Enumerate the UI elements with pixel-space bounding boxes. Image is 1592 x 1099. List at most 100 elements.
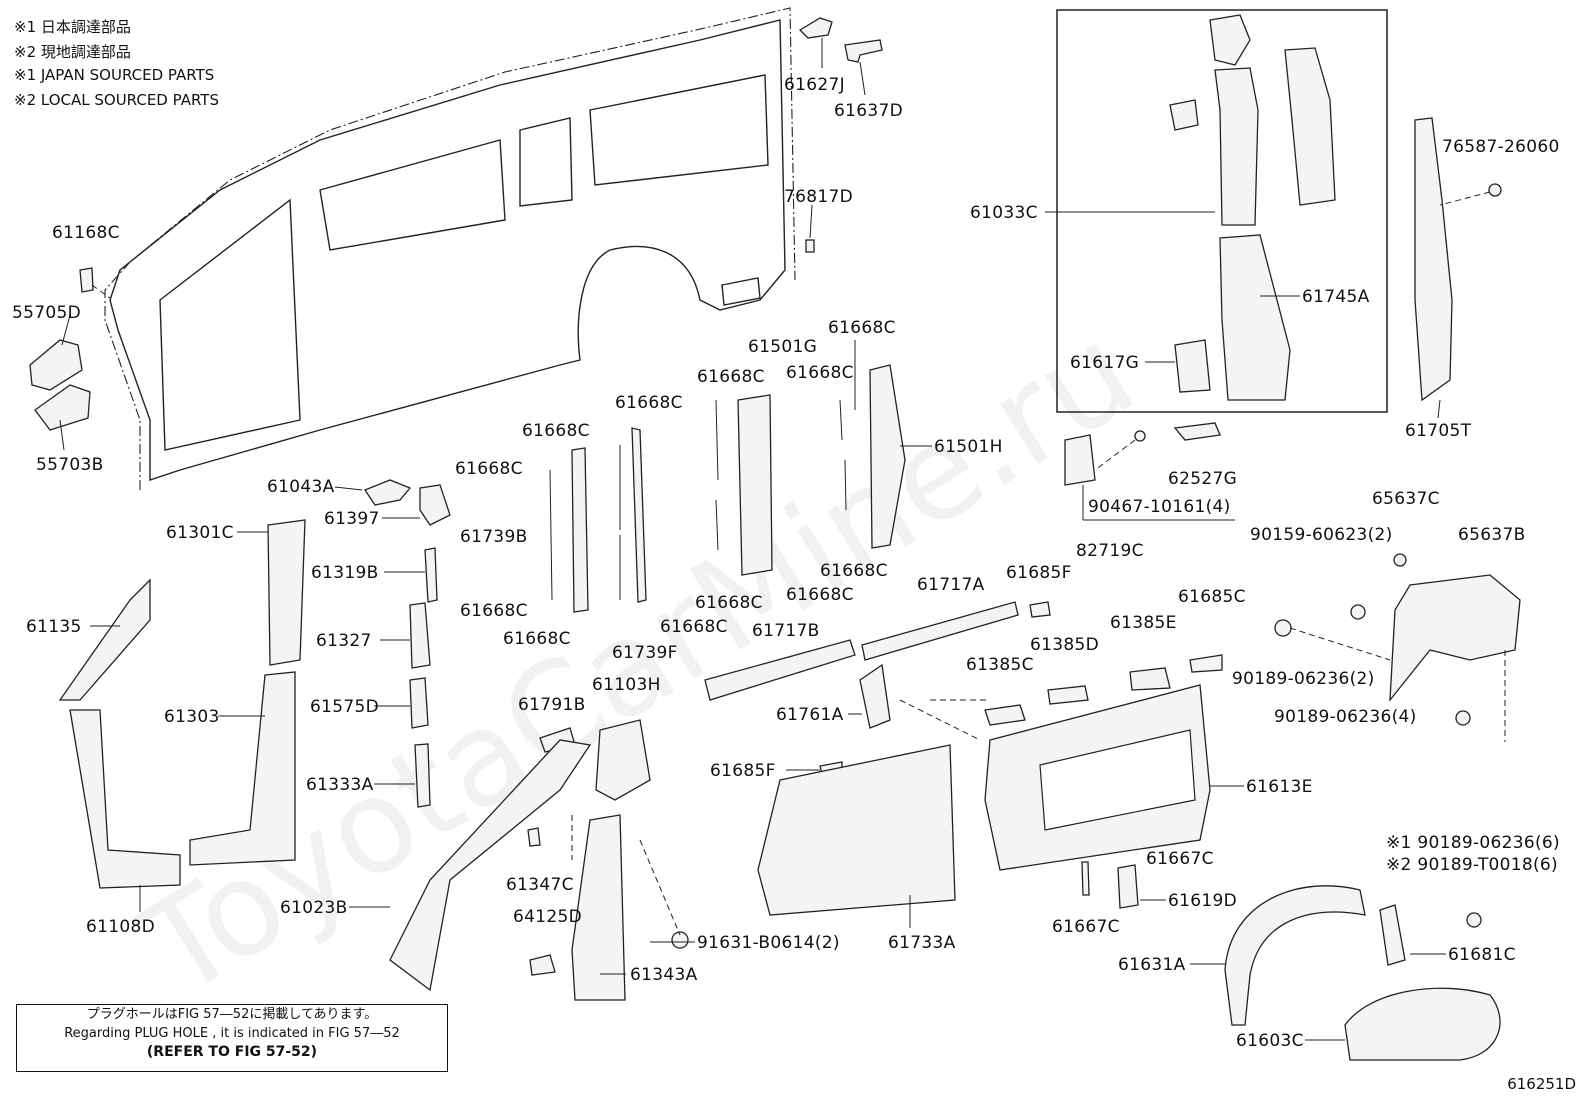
label-61397: 61397: [324, 509, 380, 529]
label-90159-60623: 90159-60623(2): [1250, 525, 1393, 545]
label-61668c-3: 61668C: [786, 363, 854, 383]
left-pillar-parts: [58, 479, 451, 889]
part-61627j-shape: [798, 17, 833, 39]
label-61668c-6: 61668C: [455, 459, 523, 479]
label-61668c-1: 61668C: [828, 318, 896, 338]
label-61385d: 61385D: [1030, 635, 1099, 655]
part-labels: 61627J 61637D 76817D 61168C 55705D 55703…: [12, 75, 1560, 1051]
part-61733a-shape: [757, 744, 956, 916]
label-61385e: 61385E: [1110, 613, 1177, 633]
label-90189-06236-2: 90189-06236(2): [1232, 669, 1375, 689]
label-76817d: 76817D: [784, 187, 853, 207]
part-55705d-shape: [29, 339, 83, 391]
inset-box: [1056, 9, 1388, 413]
label-61668c-10: 61668C: [460, 601, 528, 621]
legend-line-2: ※2 現地調達部品: [14, 43, 131, 61]
note-line-ja: プラグホールはFIG 57―52に掲載してあります。: [86, 1007, 378, 1022]
part-61168c-shape: [79, 267, 94, 293]
legend-line-4: ※2 LOCAL SOURCED PARTS: [14, 91, 219, 109]
label-61668c-5: 61668C: [522, 421, 590, 441]
label-61603c: 61603C: [1236, 1031, 1304, 1051]
inner-panels: [704, 601, 1223, 916]
label-61501g: 61501G: [748, 337, 817, 357]
inset-parts: [1045, 14, 1336, 401]
label-61043a: 61043A: [267, 477, 335, 497]
part-76817d-shape: [805, 239, 815, 253]
label-55705d: 55705D: [12, 303, 81, 323]
part-65637b-shape: [1389, 574, 1521, 702]
label-61685f-1: 61685F: [1006, 563, 1072, 583]
label-61685f-2: 61685F: [710, 761, 776, 781]
label-61319b: 61319B: [311, 563, 379, 583]
label-82719c: 82719C: [1076, 541, 1144, 561]
side-outer-panel: [104, 7, 796, 490]
leader-lines: [90, 445, 1446, 1041]
label-61667c-2: 61667C: [1052, 917, 1120, 937]
label-61717a: 61717A: [917, 575, 985, 595]
legend-line-3: ※1 JAPAN SOURCED PARTS: [14, 66, 215, 84]
label-61023b: 61023B: [280, 898, 348, 918]
label-76587-26060: 76587-26060: [1442, 137, 1560, 157]
label-90467-10161: 90467-10161(4): [1088, 497, 1231, 517]
label-61168c: 61168C: [52, 223, 120, 243]
label-91631-b0614: 91631-B0614(2): [697, 933, 840, 953]
label-90189-t0018-6: ※2 90189-T0018(6): [1386, 855, 1558, 875]
label-61343a: 61343A: [630, 965, 698, 985]
label-61303: 61303: [164, 707, 220, 727]
label-61668c-4: 61668C: [615, 393, 683, 413]
label-90189-06236-4: 90189-06236(4): [1274, 707, 1417, 727]
label-61717b: 61717B: [752, 621, 820, 641]
label-61745a: 61745A: [1302, 287, 1370, 307]
label-61637d: 61637D: [834, 101, 903, 121]
right-side-parts: [1064, 422, 1521, 1061]
label-61668c-8: 61668C: [786, 585, 854, 605]
label-65637b: 65637B: [1458, 525, 1526, 545]
label-61575d: 61575D: [310, 697, 379, 717]
label-61135: 61135: [26, 617, 82, 637]
label-55703b: 55703B: [36, 455, 104, 475]
part-55703b-shape: [34, 384, 91, 431]
note-line-ref: (REFER TO FIG 57-52): [146, 1044, 318, 1060]
label-61668c-2: 61668C: [697, 367, 765, 387]
lower-middle-parts: [389, 719, 689, 1001]
label-61739f: 61739F: [612, 643, 678, 663]
label-61613e: 61613E: [1246, 777, 1313, 797]
label-61739b: 61739B: [460, 527, 528, 547]
label-61668c-9: 61668C: [695, 593, 763, 613]
label-61681c: 61681C: [1448, 945, 1516, 965]
label-61619d: 61619D: [1168, 891, 1237, 911]
label-64125d: 64125D: [513, 907, 582, 927]
label-61333a: 61333A: [306, 775, 374, 795]
label-61627j: 61627J: [784, 75, 845, 95]
legend-line-1: ※1 日本調達部品: [14, 18, 131, 36]
label-61791b: 61791B: [518, 695, 586, 715]
part-82719c-shape: [1064, 434, 1096, 486]
label-61668c-7: 61668C: [820, 561, 888, 581]
label-61385c: 61385C: [966, 655, 1034, 675]
part-76587-shape: [1488, 183, 1502, 197]
label-61301c: 61301C: [166, 523, 234, 543]
label-61501h: 61501H: [934, 437, 1003, 457]
label-61667c-1: 61667C: [1146, 849, 1214, 869]
label-61617g: 61617G: [1070, 353, 1139, 373]
label-61631a: 61631A: [1118, 955, 1186, 975]
label-61108d: 61108D: [86, 917, 155, 937]
label-61103h: 61103H: [592, 675, 661, 695]
label-61761a: 61761A: [776, 705, 844, 725]
label-62527g: 62527G: [1168, 469, 1237, 489]
part-61637d-shape: [844, 39, 883, 63]
left-bracket-parts: [29, 267, 111, 451]
label-61033c: 61033C: [970, 203, 1038, 223]
label-90189-06236-6: ※1 90189-06236(6): [1386, 833, 1560, 853]
label-61668c-11: 61668C: [660, 617, 728, 637]
label-61327: 61327: [316, 631, 372, 651]
label-65637c: 65637C: [1372, 489, 1440, 509]
part-61603c-shape: [1344, 987, 1501, 1061]
label-61668c-12: 61668C: [503, 629, 571, 649]
part-61705t-shape: [1414, 117, 1453, 402]
label-61685c: 61685C: [1178, 587, 1246, 607]
label-61733a: 61733A: [888, 933, 956, 953]
plug-hole-note: プラグホールはFIG 57―52に掲載してあります。 Regarding PLU…: [16, 1004, 448, 1072]
pillar-strips: [549, 340, 906, 613]
